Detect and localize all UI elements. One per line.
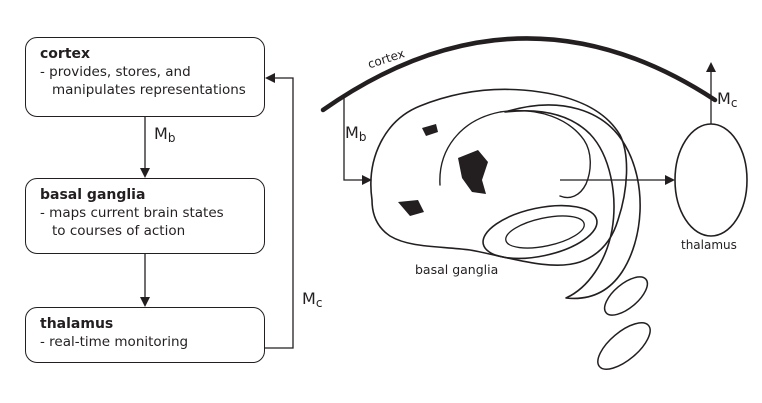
flowchart-arrows <box>140 73 294 349</box>
brain-basal-ganglia-label: basal ganglia <box>415 262 499 277</box>
arrow-thalamus-to-cortex-loop <box>265 73 294 349</box>
flowchart-mc-label: Mc <box>302 289 323 310</box>
flowchart-mb-label: Mb <box>154 124 176 145</box>
brain-thalamus-label: thalamus <box>681 238 737 252</box>
cortex-box-description: - provides, stores, and manipulates repr… <box>40 63 254 99</box>
striatum-inner-contour <box>439 109 591 199</box>
thalamus-box: thalamus - real-time monitoring <box>25 307 265 363</box>
brain-mb-label: Mb <box>345 123 367 144</box>
dark-patch-upper <box>422 124 438 136</box>
brain-arrows <box>343 62 716 185</box>
dark-patch-center <box>458 150 488 194</box>
cortex-box: cortex - provides, stores, and manipulat… <box>25 37 265 117</box>
thalamus-box-description: - real-time monitoring <box>40 333 254 351</box>
basal-ganglia-desc-line2: to courses of action <box>52 223 186 239</box>
dark-patch-left <box>398 200 424 216</box>
cortex-arc <box>320 36 718 113</box>
brain-mc-label: Mc <box>717 89 738 110</box>
small-oval-upper <box>603 276 649 316</box>
cortex-desc-line2: manipulates representations <box>52 82 246 98</box>
basal-ganglia-desc-line1: - maps current brain states <box>40 205 224 221</box>
small-oval-lower <box>597 322 651 370</box>
basal-ganglia-box-title: basal ganglia <box>40 187 146 203</box>
thalamus-box-title: thalamus <box>40 316 114 332</box>
basal-ganglia-box: basal ganglia - maps current brain state… <box>25 178 265 254</box>
caudate-tail <box>504 104 641 300</box>
basal-ganglia-box-description: - maps current brain states to courses o… <box>40 204 254 240</box>
striatum-outline <box>370 88 628 266</box>
thalamus-desc-line1: - real-time monitoring <box>40 334 189 350</box>
thalamus-shape <box>674 123 748 237</box>
globus-pallidus-inner <box>505 215 585 249</box>
arrow-cortex-to-striatum <box>343 98 372 185</box>
cortex-desc-line1: - provides, stores, and <box>40 64 191 80</box>
brain-illustration <box>320 36 748 370</box>
cortex-box-title: cortex <box>40 46 91 62</box>
globus-pallidus <box>482 204 598 260</box>
